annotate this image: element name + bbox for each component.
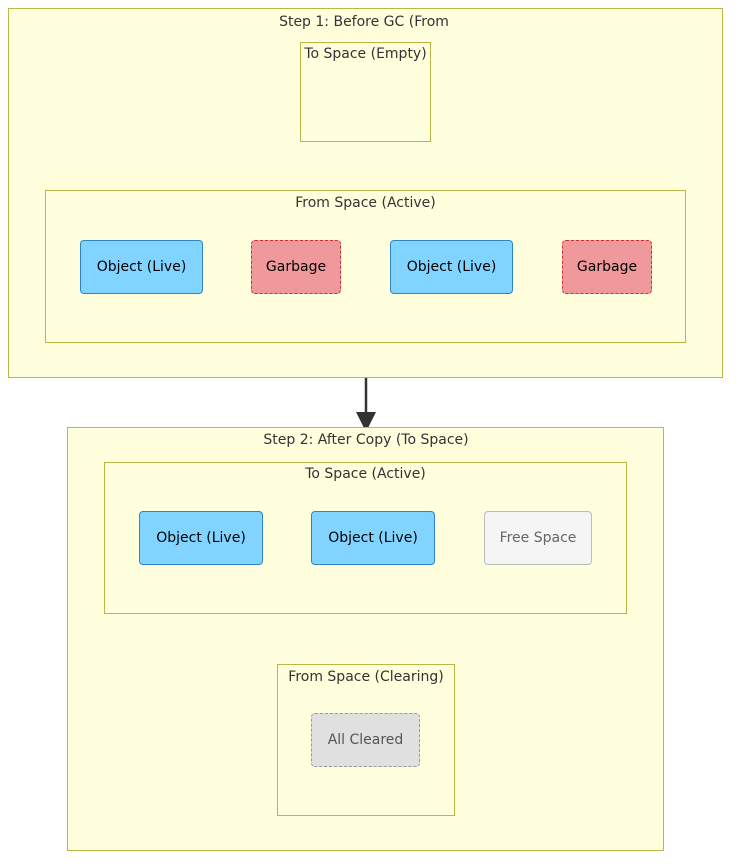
step2-from-space-title: From Space (Clearing) xyxy=(288,669,444,685)
step2-all-cleared: All Cleared xyxy=(311,713,420,767)
step1-title: Step 1: Before GC (From Space) xyxy=(279,14,449,30)
step1-garbage-2: Garbage xyxy=(562,240,652,294)
step1-to-space-cluster: To Space (Empty) xyxy=(300,42,431,142)
step1-object-live-1: Object (Live) xyxy=(80,240,203,294)
step1-garbage-1: Garbage xyxy=(251,240,341,294)
step2-object-live-1: Object (Live) xyxy=(139,511,263,565)
step1-from-space-title: From Space (Active) xyxy=(295,195,436,211)
step1-to-space-title: To Space (Empty) xyxy=(304,46,427,62)
step2-free-space: Free Space xyxy=(484,511,592,565)
step1-object-live-2: Object (Live) xyxy=(390,240,513,294)
step2-to-space-title: To Space (Active) xyxy=(305,466,426,482)
step2-title: Step 2: After Copy (To Space) xyxy=(263,432,469,448)
step2-object-live-2: Object (Live) xyxy=(311,511,435,565)
